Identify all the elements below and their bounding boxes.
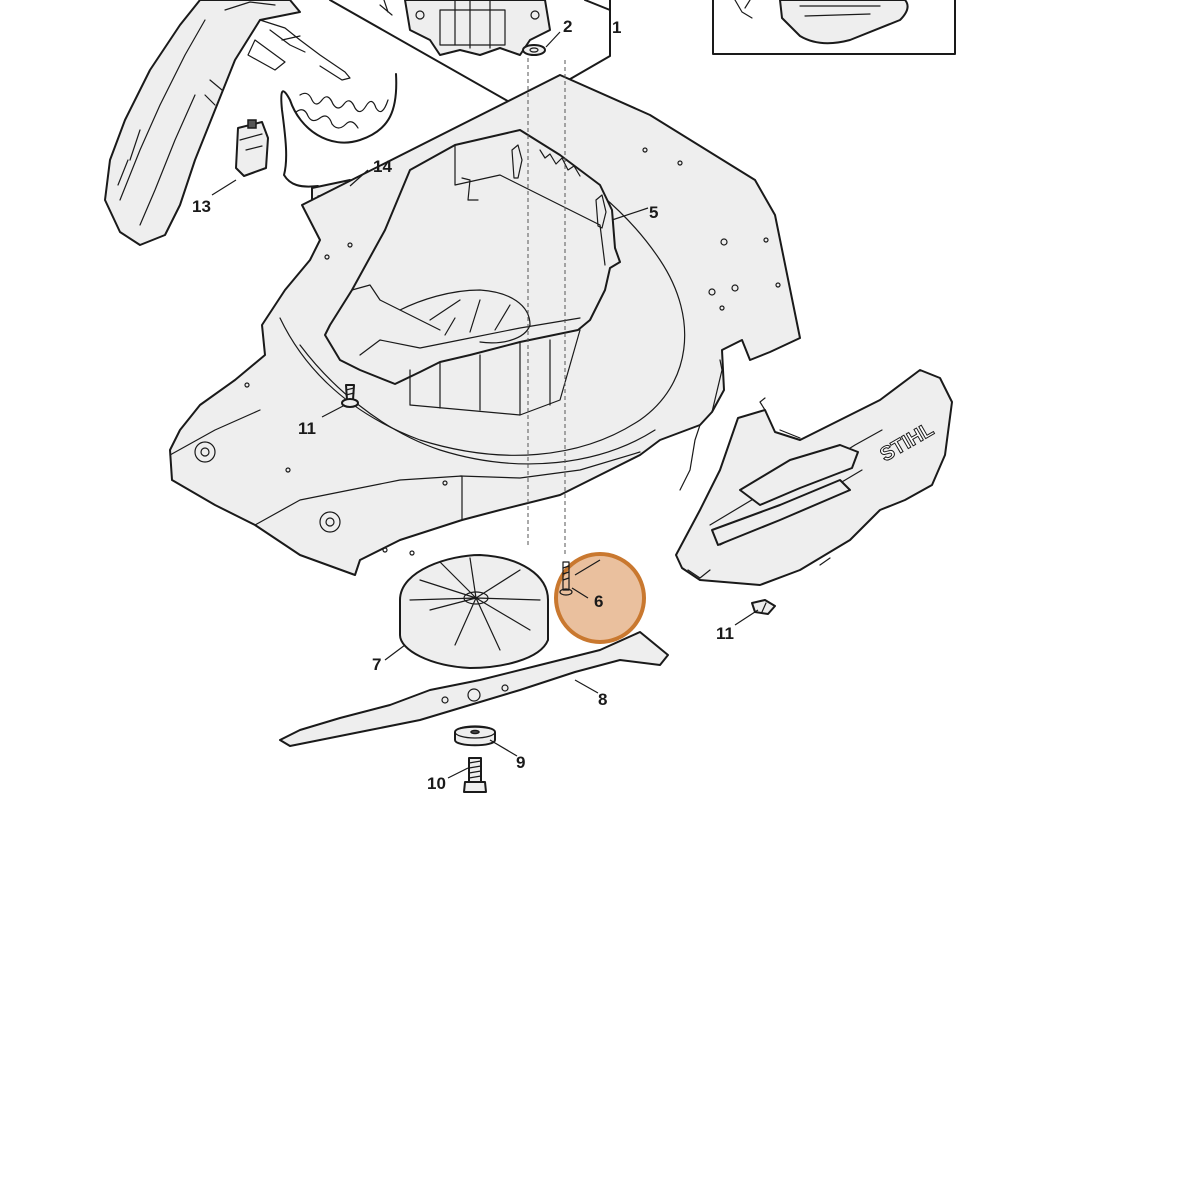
callout-13: 13: [192, 197, 211, 216]
bolt-part-10: [463, 757, 487, 793]
grass-box-cover: STIHL: [675, 369, 953, 586]
callout-9: 9: [516, 753, 525, 772]
callout-14: 14: [373, 157, 392, 176]
highlight-part-6: [554, 552, 646, 644]
fan-part-7: [399, 554, 549, 669]
callout-8: 8: [598, 690, 607, 709]
callout-7: 7: [372, 655, 381, 674]
callout-11-upper: 11: [298, 419, 316, 438]
callout-11-lower: 11: [716, 624, 734, 643]
handle-housing: [104, 0, 351, 246]
washer-part-2: [522, 44, 546, 56]
callout-5: 5: [649, 203, 658, 222]
screw-part-11-upper: [341, 384, 359, 408]
screw-part-6: [559, 561, 573, 596]
callout-labels: 1 2 5 6 7 8 9 10 11 11 13 14: [192, 17, 734, 793]
motor-assembly: [329, 0, 611, 109]
housing-part-5: [324, 58, 621, 555]
callout-10: 10: [427, 774, 446, 793]
callout-6: 6: [594, 592, 603, 611]
callout-1: 1: [612, 18, 621, 37]
coiled-cable: [280, 73, 398, 188]
callout-2: 2: [563, 17, 572, 36]
blade-part-8: [279, 631, 669, 747]
washer-part-9: [454, 725, 496, 747]
inset-box: [712, 0, 956, 55]
leader-lines: [211, 31, 759, 779]
switch-part-13: [235, 119, 269, 177]
